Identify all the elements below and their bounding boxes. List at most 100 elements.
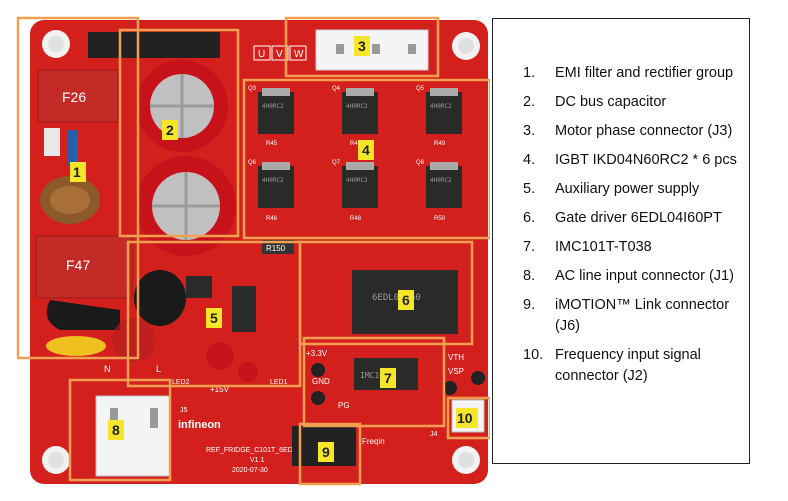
svg-text:4H0RC2: 4H0RC2 [262, 177, 284, 184]
legend-item-5: 5. Auxiliary power supply [493, 179, 749, 200]
legend-text-3: Motor phase connector (J3) [555, 123, 733, 139]
silk-f47: F47 [66, 257, 90, 273]
legend-text-10: Frequency input signal connector (J2) [555, 347, 701, 384]
highlight-box-2 [118, 28, 240, 238]
board-silkscreen-info: infineon REF_FRIDGE_C101T_6ED V1.1 2020-… [104, 364, 438, 474]
silk-freqin: Freqin [362, 437, 385, 446]
legend-item-10: 10. Frequency input signal connector (J2) [493, 345, 749, 387]
board-date: 2020-07-30 [232, 467, 268, 474]
legend-num-4: 4. [523, 152, 536, 168]
igbt-array: 4H0RC2 Q3 R45 4H0RC2 Q4 R47 4H0RC2 Q5 R4… [248, 86, 462, 222]
legend-num-2: 2. [523, 94, 536, 110]
legend-item-4: 4. IGBT IKD04N60RC2 * 6 pcs [493, 150, 749, 171]
igbt-q8: 4H0RC2 Q8 R50 [416, 160, 462, 222]
legend-num-5: 5. [523, 181, 536, 197]
legend-text-4: IGBT IKD04N60RC2 * 6 pcs [555, 152, 737, 168]
svg-text:3: 3 [358, 38, 366, 54]
svg-text:4H0RC2: 4H0RC2 [430, 177, 452, 184]
legend-panel: 1.EMI filter and rectifier group 2.DC bu… [492, 18, 750, 464]
ac-input-connector-j1 [95, 395, 171, 477]
svg-text:Q3: Q3 [248, 86, 257, 92]
igbt-q3: 4H0RC2 Q3 R45 [248, 86, 294, 147]
highlight-boxes [16, 16, 490, 486]
svg-text:R49: R49 [434, 141, 446, 147]
legend-text-9: iMOTION™ Link connector (J6) [555, 297, 730, 334]
highlight-box-8 [68, 378, 172, 482]
svg-text:R46: R46 [266, 216, 278, 222]
svg-text:8: 8 [112, 422, 120, 438]
svg-text:R48: R48 [350, 216, 362, 222]
silk-f26: F26 [62, 89, 86, 105]
callout-2: 2 [162, 120, 178, 140]
igbt-q4: 4H0RC2 Q4 R47 [332, 86, 378, 147]
board-ref: REF_FRIDGE_C101T_6ED [206, 447, 293, 454]
svg-text:Q8: Q8 [416, 160, 425, 166]
igbt-q7: 4H0RC2 Q7 R48 [332, 160, 378, 222]
silk-j4: J4 [430, 431, 438, 438]
legend-text-8: AC line input connector (J1) [555, 268, 734, 284]
svg-text:2: 2 [166, 122, 174, 138]
legend-num-9: 9. [523, 297, 536, 313]
legend-text-5: Auxiliary power supply [555, 181, 700, 197]
dc-bus-capacitors: R150 [88, 32, 294, 256]
legend-list: 1.EMI filter and rectifier group 2.DC bu… [493, 63, 749, 387]
svg-text:4: 4 [362, 142, 370, 158]
phase-label-v: V [276, 49, 283, 60]
silk-gnd: GND [312, 377, 330, 386]
callout-7: 7 [380, 368, 396, 388]
silk-led2: LED2 [172, 379, 190, 386]
legend-item-6: 6. Gate driver 6EDL04I60PT [493, 208, 749, 229]
legend-item-9: 9. iMOTION™ Link connector (J6) [493, 295, 749, 337]
legend-text-6: Gate driver 6EDL04I60PT [555, 210, 722, 226]
highlight-box-6 [298, 240, 474, 346]
highlight-box-10 [446, 396, 490, 440]
legend-num-10: 10. [523, 347, 544, 363]
svg-text:Q5: Q5 [416, 86, 425, 92]
board-version: V1.1 [250, 457, 265, 464]
highlight-box-4 [242, 78, 490, 240]
mounting-holes [42, 30, 480, 474]
svg-text:1: 1 [73, 164, 81, 180]
svg-text:Q6: Q6 [248, 160, 257, 166]
callout-5: 5 [206, 308, 222, 328]
legend-num-3: 3. [523, 123, 536, 139]
motor-phase-connector-j3: U V W [253, 29, 429, 71]
legend-text-1: EMI filter and rectifier group [555, 65, 734, 81]
phase-label-u: U [258, 49, 265, 60]
legend-num-8: 8. [523, 268, 536, 284]
callout-9: 9 [318, 442, 334, 462]
igbt-q5: 4H0RC2 Q5 R49 [416, 86, 462, 147]
svg-text:4H0RC2: 4H0RC2 [430, 103, 452, 110]
legend-item-3: 3. Motor phase connector (J3) [493, 121, 749, 142]
svg-text:R45: R45 [266, 141, 278, 147]
legend-item-1: 1. EMI filter and rectifier group [493, 63, 749, 84]
legend-item-8: 8. AC line input connector (J1) [493, 266, 749, 287]
phase-label-w: W [294, 49, 304, 60]
aux-power-components: +15V LED2 LED1 [134, 270, 288, 394]
svg-text:Q7: Q7 [332, 160, 341, 166]
silk-r150: R150 [266, 244, 286, 253]
legend-num-6: 6. [523, 210, 536, 226]
legend-num-1: 1. [523, 65, 536, 81]
highlight-box-7 [302, 336, 446, 428]
callout-10: 10 [456, 408, 478, 428]
callout-badges: 1 2 3 4 5 6 7 8 9 10 [70, 36, 478, 462]
silk-v33: +3.3V [306, 349, 328, 358]
legend-num-7: 7. [523, 239, 536, 255]
silk-v15: +15V [210, 385, 230, 394]
emi-filter-components: F26 F47 [35, 69, 156, 362]
silk-l: L [156, 364, 161, 374]
svg-text:6EDL04I60: 6EDL04I60 [372, 293, 421, 303]
highlight-box-1 [16, 16, 140, 360]
svg-text:R50: R50 [434, 216, 446, 222]
pcb-board-photo: F26 F47 R150 U [16, 16, 490, 486]
silk-n: N [104, 364, 111, 374]
svg-text:IMC101T: IMC101T [360, 371, 394, 380]
svg-text:4H0RC2: 4H0RC2 [346, 177, 368, 184]
silk-led1: LED1 [270, 379, 288, 386]
svg-text:10: 10 [457, 410, 473, 426]
svg-text:6: 6 [402, 292, 410, 308]
svg-text:4H0RC2: 4H0RC2 [262, 103, 284, 110]
silk-j5: J5 [180, 407, 188, 414]
